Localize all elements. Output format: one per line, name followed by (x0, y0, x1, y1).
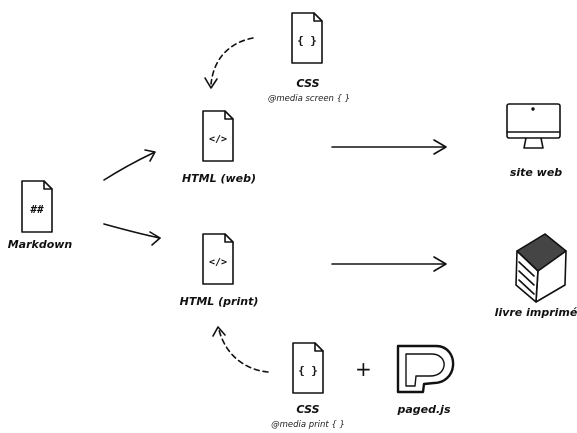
html-web-glyph: </> (209, 134, 227, 145)
css-screen-label: CSS (296, 77, 320, 90)
dashed-arrow-css-screen-to-html-web (204, 37, 254, 89)
arrow-html-web-to-site-web (331, 139, 447, 155)
markdown-label: Markdown (7, 238, 73, 251)
markdown-file-icon: ## (21, 180, 53, 233)
html-web-file-icon: </> (202, 110, 234, 162)
pagedjs-logo-icon (396, 344, 455, 394)
book-icon (515, 233, 567, 303)
css-screen-media-query: @media screen { } (267, 94, 351, 104)
monitor-icon (506, 103, 561, 149)
css-print-label: CSS (296, 403, 320, 416)
arrow-markdown-to-html-web (103, 149, 156, 181)
css-print-glyph: { } (298, 364, 318, 377)
css-screen-file-icon: { } (291, 12, 323, 64)
css-print-file-icon: { } (292, 342, 324, 394)
livre-imprime-label: livre imprimé (494, 306, 577, 319)
html-print-file-icon: </> (202, 233, 234, 285)
pagedjs-label: paged.js (397, 403, 451, 416)
arrow-html-print-to-livre (331, 256, 447, 272)
css-screen-glyph: { } (297, 34, 317, 47)
arrow-markdown-to-html-print (103, 223, 161, 246)
markdown-glyph: ## (30, 203, 44, 216)
dashed-arrow-css-print-to-html-print (212, 326, 269, 373)
html-web-label: HTML (web) (181, 172, 257, 185)
plus-sign: + (355, 357, 372, 381)
html-print-label: HTML (print) (179, 295, 259, 308)
html-print-glyph: </> (209, 257, 227, 268)
css-print-media-query: @media print { } (271, 420, 345, 430)
site-web-label: site web (509, 166, 563, 179)
